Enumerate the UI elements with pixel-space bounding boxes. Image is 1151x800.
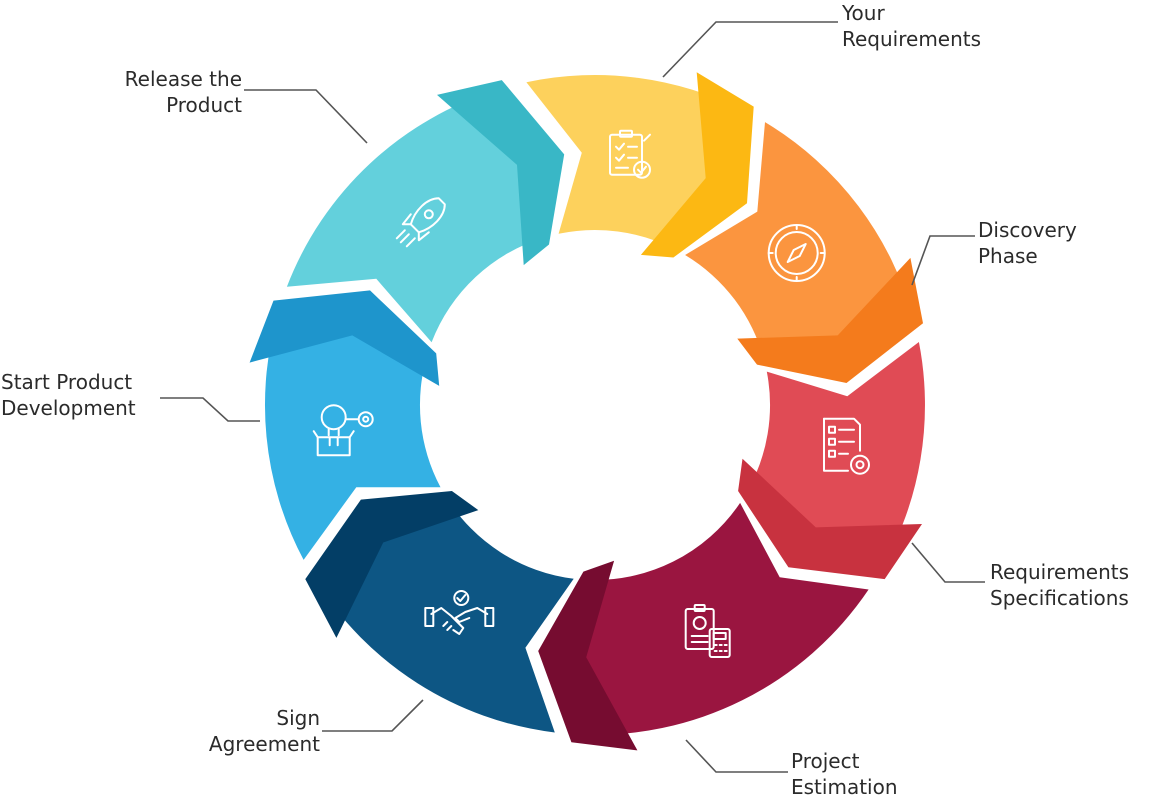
segment-tab-your-requirements bbox=[640, 72, 754, 258]
compass-icon bbox=[767, 224, 826, 282]
leader-line-release-the-product bbox=[244, 89, 368, 144]
segment-sign-agreement bbox=[315, 497, 574, 733]
segment-release-the-product bbox=[286, 89, 560, 343]
clipboard-checklist-icon bbox=[609, 129, 651, 179]
segment-tab-requirements-specifications bbox=[738, 458, 922, 580]
invoice-calculator-icon bbox=[684, 604, 731, 658]
rocket-icon bbox=[395, 197, 446, 248]
segment-tab-project-estimation bbox=[538, 560, 638, 751]
idea-box-gear-icon bbox=[312, 404, 374, 457]
segment-tab-sign-agreement bbox=[305, 491, 479, 638]
segment-tab-start-product-development bbox=[249, 290, 440, 386]
segment-tab-discovery-phase bbox=[737, 257, 923, 383]
segment-tab-release-the-product bbox=[437, 80, 565, 266]
leader-line-project-estimation bbox=[685, 739, 788, 773]
leader-line-requirements-specifications bbox=[911, 542, 985, 583]
leader-line-start-product-development bbox=[160, 397, 260, 422]
handshake-icon bbox=[424, 590, 495, 635]
leader-line-sign-agreement bbox=[322, 699, 424, 732]
document-gear-icon bbox=[823, 417, 870, 475]
segment-project-estimation bbox=[542, 502, 869, 735]
leader-line-your-requirements bbox=[662, 21, 838, 78]
segment-discovery-phase bbox=[685, 122, 914, 379]
leader-line-discovery-phase bbox=[911, 235, 975, 286]
